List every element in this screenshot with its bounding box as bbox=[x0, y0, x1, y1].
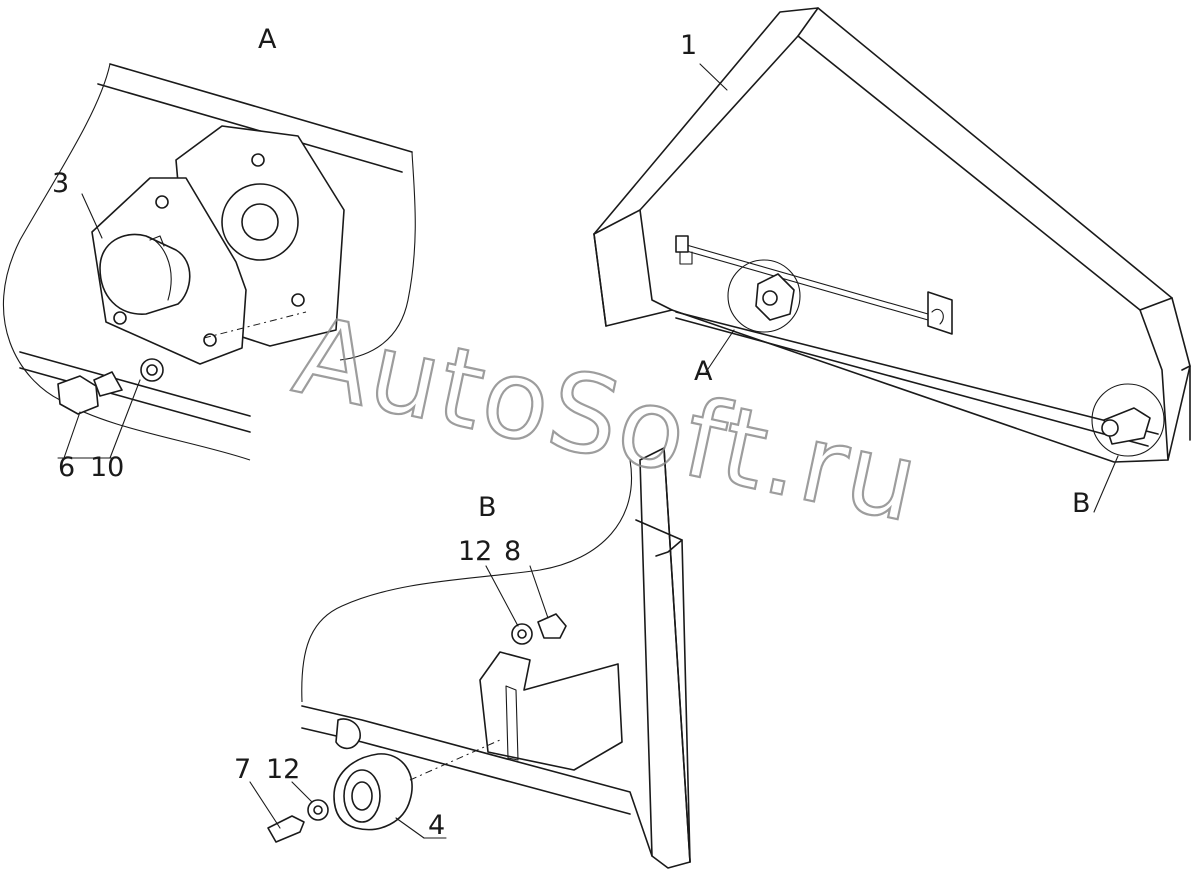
detail-circle-a bbox=[727, 259, 801, 333]
callout-a: A bbox=[694, 356, 713, 387]
part-number-4: 4 bbox=[428, 810, 445, 841]
part-number-8: 8 bbox=[504, 536, 521, 567]
leader-part-10 bbox=[109, 379, 141, 459]
bolt-6 bbox=[57, 375, 99, 415]
detail-view-b bbox=[249, 447, 691, 869]
panel-edge-b bbox=[639, 447, 691, 869]
main-hinge-stub bbox=[762, 290, 778, 306]
leader-part-3 bbox=[81, 193, 103, 239]
leader-callout-a bbox=[705, 329, 735, 373]
view-title-b: B bbox=[478, 492, 497, 523]
detail-circle-b bbox=[1091, 383, 1165, 457]
left-clip-bracket bbox=[675, 235, 689, 253]
bolt-7 bbox=[267, 815, 305, 843]
labels: A B A B 1 3 4 6 7 8 10 12 12 bbox=[52, 24, 1091, 841]
callout-b: B bbox=[1072, 488, 1091, 519]
leader-part-4 bbox=[395, 817, 425, 839]
part-number-12-lower: 12 bbox=[266, 754, 300, 785]
leader-part-7 bbox=[249, 781, 281, 829]
leader-part-12-upper bbox=[485, 565, 519, 627]
part-number-6: 6 bbox=[58, 452, 75, 483]
part-number-12-upper: 12 bbox=[458, 536, 492, 567]
break-line-a-left bbox=[2, 63, 251, 461]
detail-view-a bbox=[2, 63, 416, 461]
main-pivot-bushing bbox=[1101, 419, 1119, 437]
leader-part-1 bbox=[699, 63, 728, 91]
main-assembly-panel-1 bbox=[593, 7, 1191, 513]
part-number-10: 10 bbox=[90, 452, 124, 483]
right-clip-bracket bbox=[927, 291, 953, 335]
part-number-3: 3 bbox=[52, 168, 69, 199]
part-number-7: 7 bbox=[234, 754, 251, 785]
bracket-b bbox=[479, 651, 623, 771]
leader-part-8 bbox=[529, 565, 549, 619]
main-pivot-bracket bbox=[1103, 407, 1151, 445]
bolt-6-shank bbox=[93, 371, 123, 397]
leader-part-6 bbox=[63, 411, 81, 459]
break-line-b bbox=[301, 459, 632, 703]
tube-end bbox=[335, 718, 361, 750]
nut-8 bbox=[537, 613, 567, 639]
part-number-1: 1 bbox=[680, 30, 697, 61]
pin-3 bbox=[99, 233, 191, 315]
leader-callout-b bbox=[1093, 455, 1119, 513]
leader-part-12-lower bbox=[291, 781, 313, 803]
view-title-a: A bbox=[258, 24, 277, 55]
